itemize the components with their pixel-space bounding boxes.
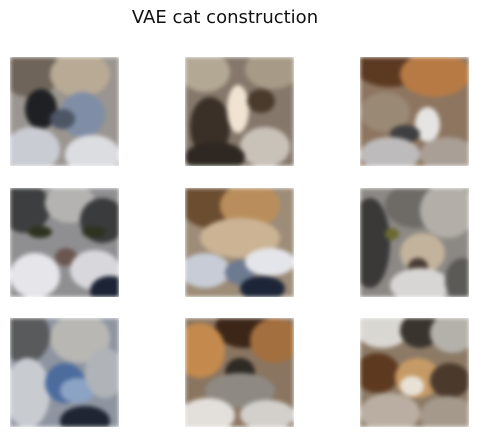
cat-image-1-1-pixels xyxy=(10,57,119,166)
cat-image-1-3-pixels xyxy=(360,57,469,166)
cat-image-2-3-pixels xyxy=(360,188,469,297)
image-blob xyxy=(85,348,119,398)
image-blob xyxy=(227,85,249,133)
image-blob xyxy=(360,393,420,427)
cat-image-2-2 xyxy=(185,188,294,297)
cat-image-1-2-pixels xyxy=(185,57,294,166)
image-blob xyxy=(185,57,230,92)
image-blob xyxy=(445,258,469,297)
image-blob xyxy=(420,396,469,427)
cat-image-2-3 xyxy=(360,188,469,297)
cat-image-3-1 xyxy=(10,318,119,427)
image-blob xyxy=(360,353,400,393)
cat-image-1-1 xyxy=(10,57,119,166)
cat-image-3-1-pixels xyxy=(10,318,119,427)
cat-image-2-1 xyxy=(10,188,119,297)
image-blob xyxy=(60,406,110,427)
cat-image-3-3 xyxy=(360,318,469,427)
cat-image-1-2 xyxy=(185,57,294,166)
image-blob xyxy=(400,376,424,396)
image-blob xyxy=(185,398,235,427)
cat-image-3-3-pixels xyxy=(360,318,469,427)
image-blob xyxy=(245,57,294,89)
cat-image-1-3 xyxy=(360,57,469,166)
image-blob xyxy=(390,268,450,297)
image-blob xyxy=(360,137,420,166)
image-blob xyxy=(28,226,52,238)
cat-image-3-2-pixels xyxy=(185,318,294,427)
image-blob xyxy=(240,276,285,297)
image-blob xyxy=(430,363,469,398)
image-blob xyxy=(10,253,60,297)
cat-image-2-1-pixels xyxy=(10,188,119,297)
image-blob xyxy=(185,142,245,166)
image-blob xyxy=(10,358,50,427)
cat-image-2-2-pixels xyxy=(185,188,294,297)
image-blob xyxy=(385,228,399,240)
image-blob xyxy=(90,276,119,297)
image-blob xyxy=(430,318,469,353)
image-blob xyxy=(247,89,275,113)
image-blob xyxy=(50,109,75,129)
image-blob xyxy=(10,127,60,166)
image-blob xyxy=(185,323,225,378)
image-blob xyxy=(240,127,290,166)
image-blob xyxy=(82,226,106,238)
image-blob xyxy=(420,137,469,166)
cat-image-3-2 xyxy=(185,318,294,427)
figure-title: VAE cat construction xyxy=(131,7,319,28)
image-blob xyxy=(10,318,50,363)
image-blob xyxy=(50,57,110,97)
image-blob xyxy=(65,135,119,166)
image-blob xyxy=(250,318,294,363)
image-blob xyxy=(245,248,294,276)
image-blob xyxy=(420,188,469,238)
image-blob xyxy=(240,400,294,427)
image-blob xyxy=(185,253,230,288)
image-blob xyxy=(400,57,469,97)
